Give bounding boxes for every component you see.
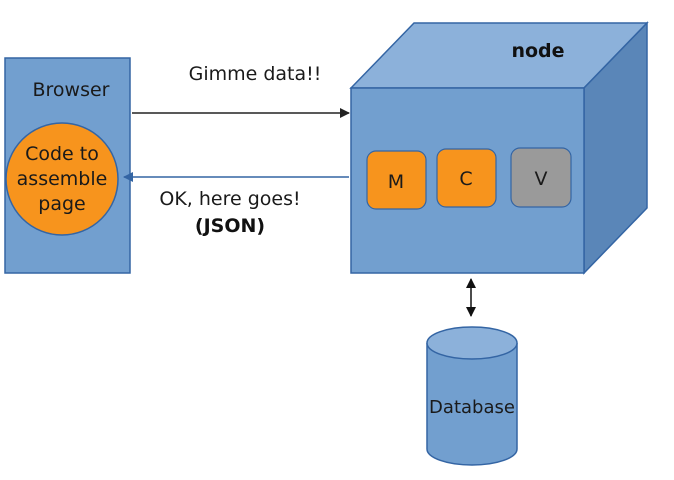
module-v-box bbox=[510, 147, 572, 208]
response-arrow-group: OK, here goes! (JSON) bbox=[123, 172, 349, 237]
database-top bbox=[426, 326, 518, 360]
module-m: M bbox=[366, 150, 427, 210]
code-circle-line-1: Code to bbox=[25, 143, 99, 165]
request-arrow-group: Gimme data!! bbox=[132, 63, 350, 118]
database-cylinder: Database bbox=[426, 326, 518, 466]
browser-box: Browser Code to assemble page bbox=[4, 57, 131, 274]
response-label: OK, here goes! bbox=[159, 188, 300, 210]
browser-title: Browser bbox=[33, 79, 110, 101]
module-m-box bbox=[366, 150, 427, 210]
module-v: V bbox=[510, 147, 572, 208]
module-v-label: V bbox=[535, 168, 548, 190]
module-c-box bbox=[436, 148, 497, 208]
module-c-label: C bbox=[459, 168, 472, 190]
response-format-label: (JSON) bbox=[195, 215, 265, 237]
request-label: Gimme data!! bbox=[189, 63, 322, 85]
node-title: node bbox=[511, 40, 564, 62]
code-circle-shape bbox=[5, 122, 119, 236]
module-c: C bbox=[436, 148, 497, 208]
code-circle: Code to assemble page bbox=[5, 122, 119, 236]
node-server-cube: node M C V bbox=[349, 21, 649, 275]
database-label: Database bbox=[429, 397, 515, 418]
module-m-label: M bbox=[388, 171, 404, 193]
code-circle-line-3: page bbox=[38, 193, 85, 215]
code-circle-line-2: assemble bbox=[17, 168, 108, 190]
database-body bbox=[426, 343, 518, 466]
